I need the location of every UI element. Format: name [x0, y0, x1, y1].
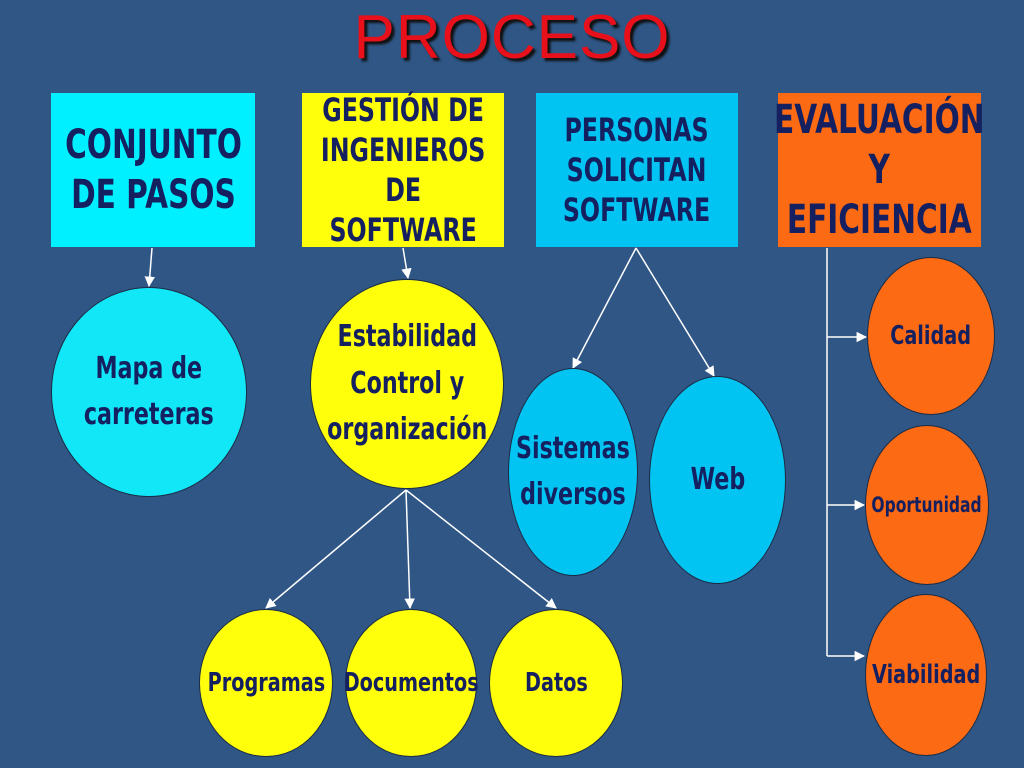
- web-oval: Web: [649, 376, 786, 584]
- arrow-personas-to-web: [635, 247, 715, 377]
- evaluacion-eficiencia-box: EVALUACIÓN Y EFICIENCIA: [774, 93, 985, 247]
- oportunidad-label: Oportunidad: [871, 492, 983, 517]
- datos-label: Datos: [524, 667, 588, 698]
- evaluacion-eficiencia-label: EVALUACIÓN Y EFICIENCIA: [774, 97, 985, 243]
- personas-solicitan-label: PERSONAS SOLICITAN SOFTWARE: [563, 111, 711, 229]
- viabilidad-oval: Viabilidad: [865, 594, 987, 756]
- sistemas-diversos-oval: Sistemas diversos: [508, 368, 638, 576]
- mapa-de-carreteras-oval: Mapa de carreteras: [51, 287, 247, 497]
- programas-oval: Programas: [199, 609, 333, 757]
- calidad-label: Calidad: [890, 320, 972, 351]
- diagram-title: PROCESO: [353, 3, 671, 72]
- arrow-estabilidad-to-programas: [265, 489, 407, 609]
- personas-solicitan-box: PERSONAS SOLICITAN SOFTWARE: [536, 93, 738, 247]
- arrow-gestion-to-estabilidad: [401, 247, 412, 280]
- sistemas-diversos-label: Sistemas diversos: [516, 430, 630, 513]
- viabilidad-label: Viabilidad: [871, 659, 981, 690]
- estabilidad-label: Estabilidad Control y organización: [326, 319, 488, 448]
- arrow-estabilidad-to-documentos: [404, 489, 415, 610]
- web-label: Web: [690, 461, 745, 497]
- datos-oval: Datos: [489, 609, 623, 757]
- arrow-estabilidad-to-datos: [405, 489, 557, 609]
- oportunidad-oval: Oportunidad: [865, 425, 989, 585]
- documentos-label: Documentos: [343, 667, 479, 698]
- conjunto-de-pasos-label: CONJUNTO DE PASOS: [64, 122, 242, 218]
- gestion-ingenieros-label: GESTIÓN DE INGENIEROS DE SOFTWARE: [320, 91, 486, 249]
- mapa-de-carreteras-label: Mapa de carreteras: [84, 350, 214, 433]
- programas-label: Programas: [207, 667, 325, 698]
- documentos-oval: Documentos: [343, 609, 479, 757]
- calidad-oval: Calidad: [867, 257, 995, 415]
- gestion-ingenieros-box: GESTIÓN DE INGENIEROS DE SOFTWARE: [302, 91, 504, 249]
- estabilidad-oval: Estabilidad Control y organización: [310, 279, 504, 489]
- arrow-conjunto-to-mapa: [144, 247, 155, 288]
- arrow-personas-to-sistemas: [572, 247, 637, 369]
- conjunto-de-pasos-box: CONJUNTO DE PASOS: [51, 93, 255, 247]
